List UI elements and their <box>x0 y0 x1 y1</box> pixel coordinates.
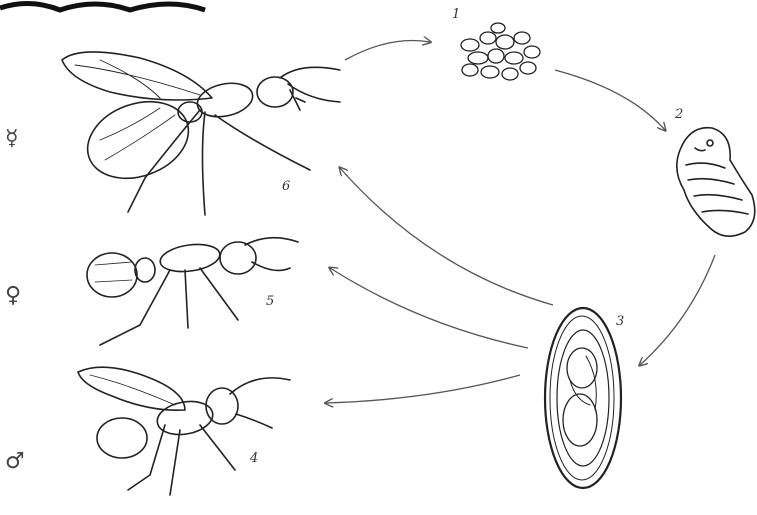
arrow-pupa-to-queen <box>340 168 553 305</box>
worker-symbol: ♀ <box>5 283 21 308</box>
pupa-illustration <box>545 308 621 488</box>
male-ant-illustration <box>78 367 290 495</box>
eggs-illustration <box>461 23 540 80</box>
title-fragment <box>0 3 205 10</box>
label-pupa: 3 <box>616 314 624 329</box>
label-queen: 6 <box>282 179 290 194</box>
label-male: 4 <box>249 451 258 466</box>
arrow-pupa-to-worker <box>330 268 528 348</box>
queen-symbol: ☿ <box>5 126 19 151</box>
worker-ant-illustration <box>87 238 298 345</box>
larva-illustration <box>677 128 755 236</box>
male-symbol: ♂ <box>5 449 25 474</box>
arrow-queen-to-eggs <box>345 40 430 60</box>
arrow-larva-to-pupa <box>640 255 715 365</box>
queen-ant-illustration <box>62 52 340 215</box>
arrow-eggs-to-larva <box>555 70 665 130</box>
label-larva: 2 <box>674 107 683 122</box>
label-eggs: 1 <box>452 7 460 22</box>
label-worker: 5 <box>266 294 274 309</box>
arrow-pupa-to-male <box>326 375 520 403</box>
